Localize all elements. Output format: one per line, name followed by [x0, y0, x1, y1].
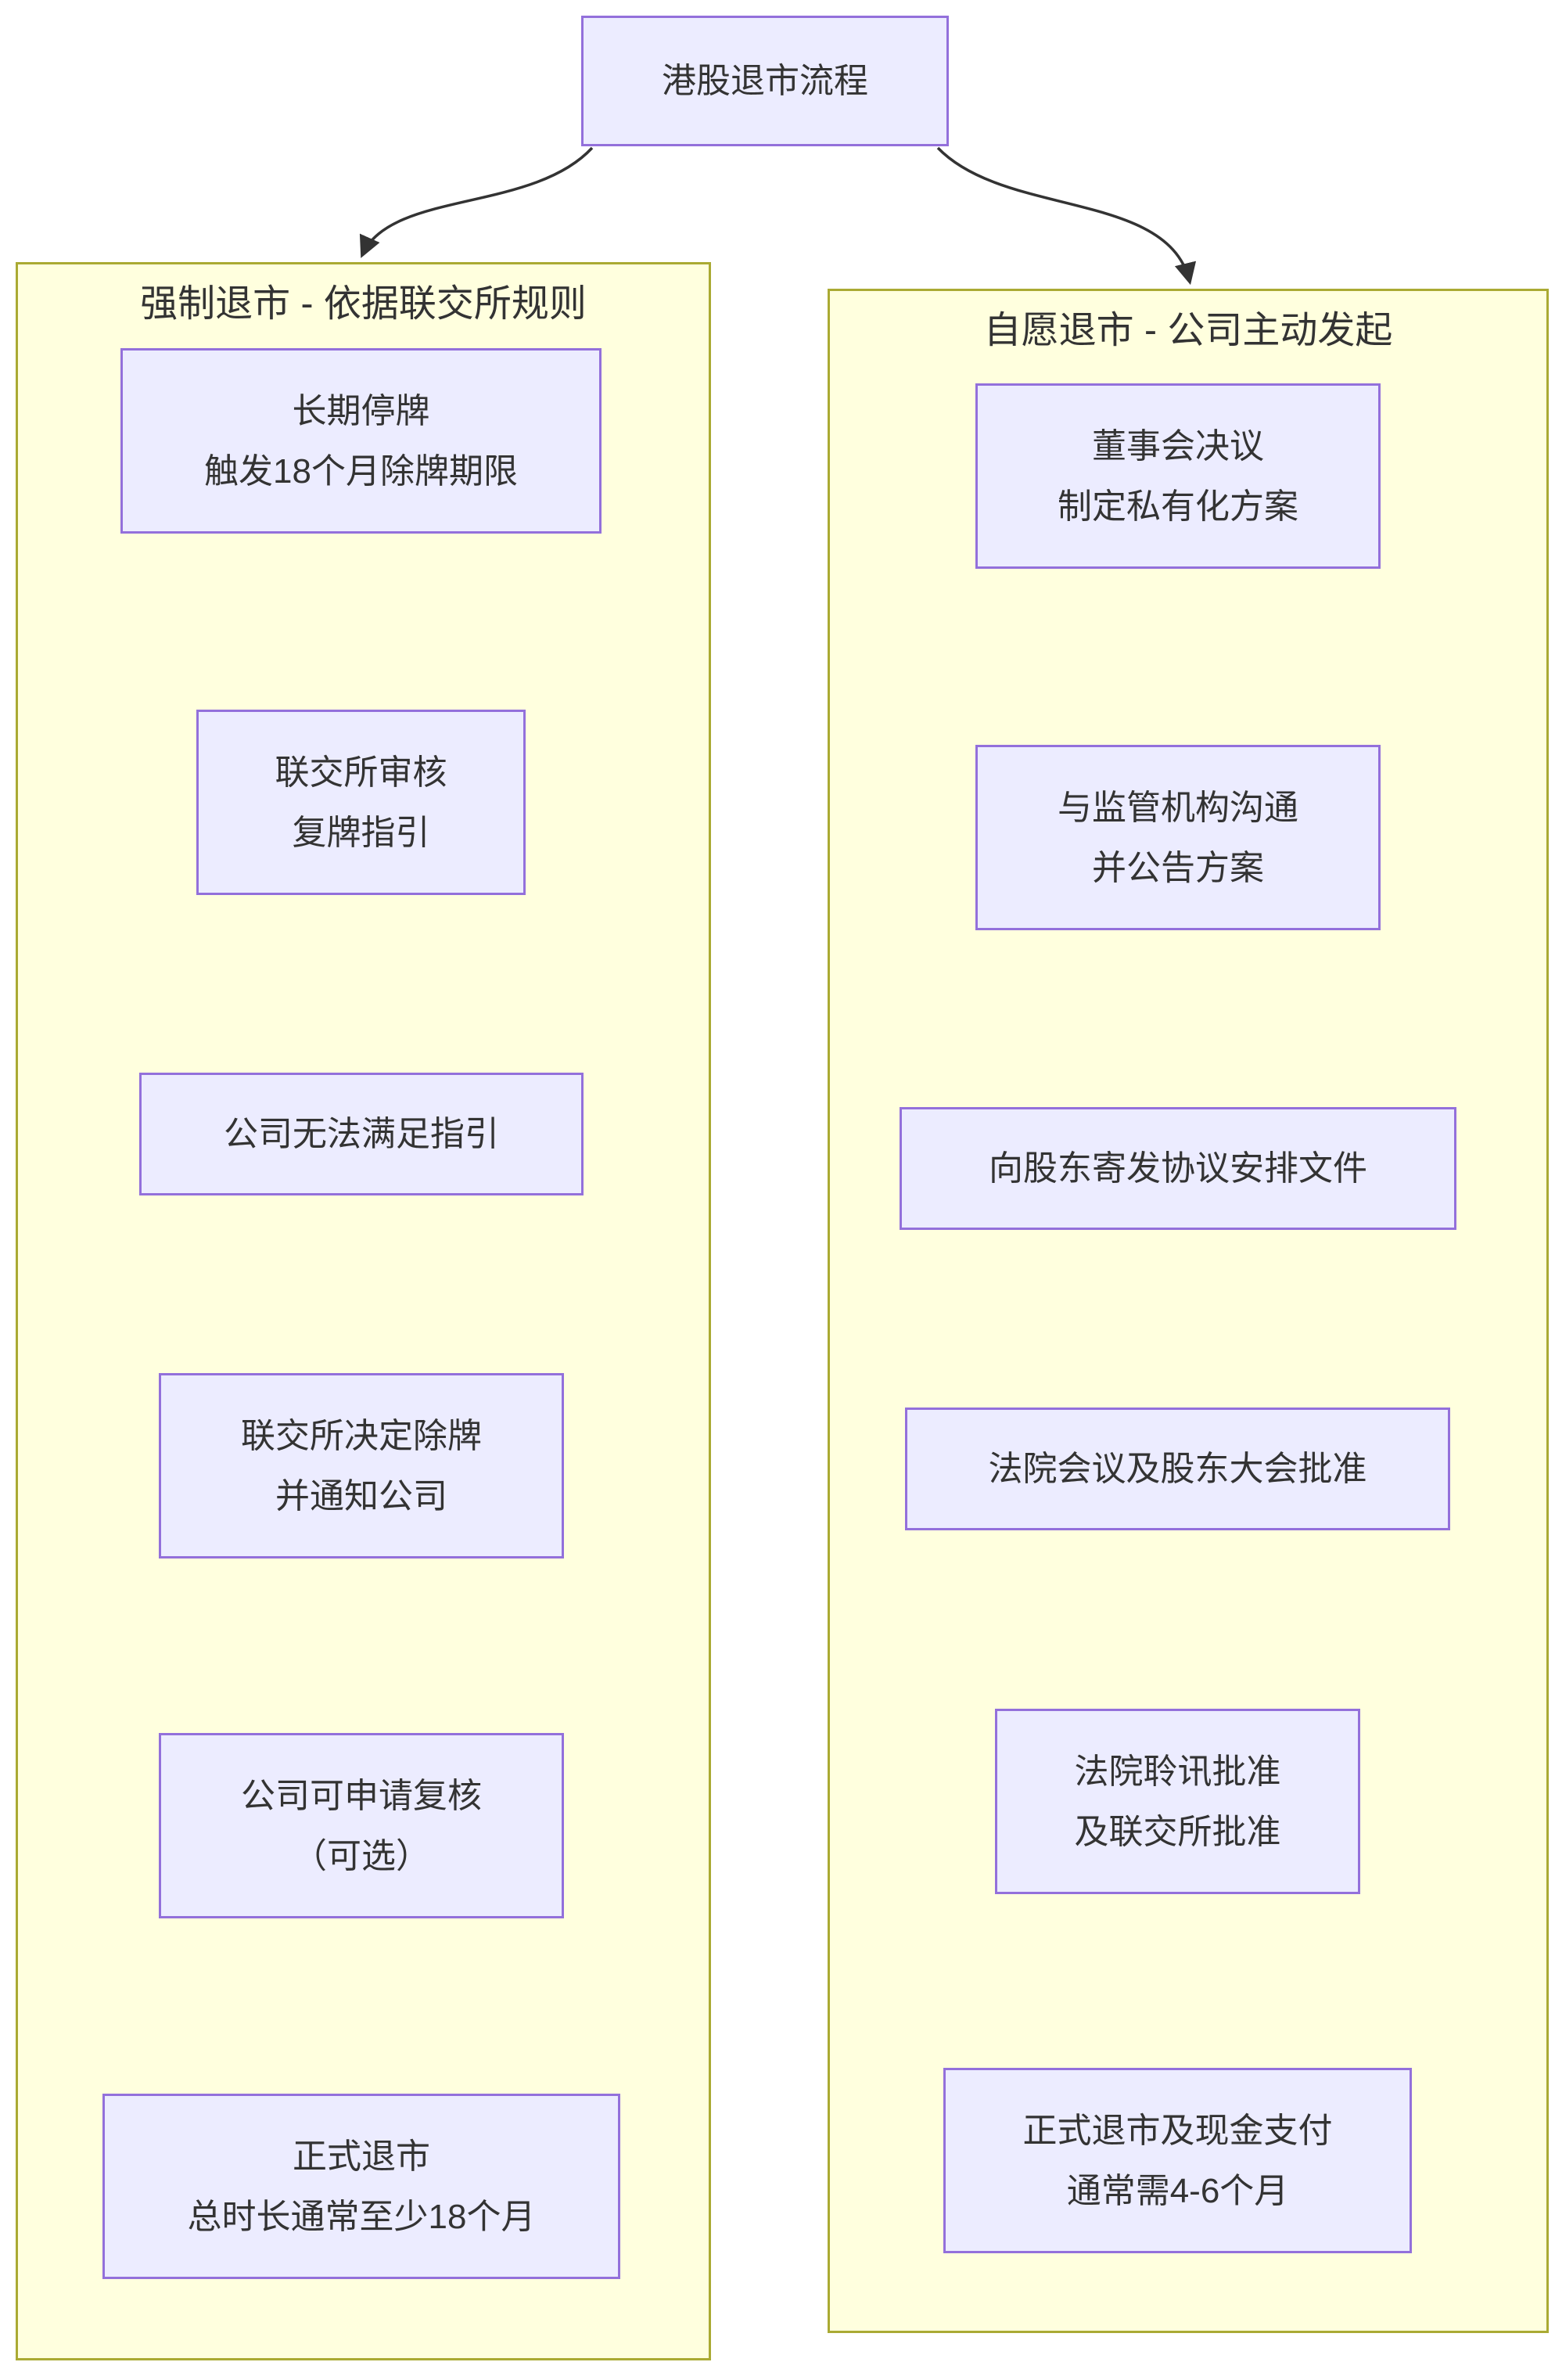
node-root: 港股退市流程 — [581, 16, 949, 146]
node-board-resolution: 董事会决议 制定私有化方案 — [975, 383, 1381, 569]
node-hkex-decides-delist: 联交所决定除牌 并通知公司 — [159, 1373, 564, 1559]
node-line: 董事会决议 — [1092, 426, 1264, 466]
node-line: 联交所决定除牌 — [241, 1416, 482, 1455]
node-court-meeting-egm-approval: 法院会议及股东大会批准 — [905, 1408, 1450, 1530]
node-line: 公司可申请复核 — [241, 1776, 482, 1815]
node-line: （可选） — [293, 1836, 430, 1875]
node-cannot-meet-guidance: 公司无法满足指引 — [139, 1073, 584, 1195]
node-line: 法院会议及股东大会批准 — [988, 1450, 1367, 1488]
edge-root-to-mandatory — [359, 146, 594, 258]
node-line: 总时长通常至少18个月 — [187, 2197, 536, 2236]
node-line: 向股东寄发协议安排文件 — [989, 1149, 1367, 1188]
node-line: 联交所审核 — [275, 753, 447, 792]
node-line: 与监管机构沟通 — [1058, 788, 1298, 827]
node-line: 并公告方案 — [1092, 848, 1264, 887]
node-line: 正式退市及现金支付 — [1022, 2111, 1333, 2150]
cluster-mandatory-delisting: 强制退市 - 依据联交所规则 长期停牌 触发18个月除牌期限 联交所审核 复牌指… — [16, 262, 711, 2360]
edge-root-to-voluntary — [936, 146, 1197, 286]
node-hkex-review: 联交所审核 复牌指引 — [196, 710, 526, 895]
node-long-suspension: 长期停牌 触发18个月除牌期限 — [120, 348, 602, 534]
node-line: 港股退市流程 — [662, 62, 868, 100]
node-line: 正式退市 — [293, 2137, 430, 2176]
node-company-review-optional: 公司可申请复核 （可选） — [159, 1733, 564, 1918]
node-line: 公司无法满足指引 — [224, 1115, 499, 1153]
node-formal-delisting-mandatory: 正式退市 总时长通常至少18个月 — [102, 2094, 620, 2279]
cluster-title: 自愿退市 - 公司主动发起 — [983, 310, 1393, 351]
node-send-scheme-documents: 向股东寄发协议安排文件 — [900, 1107, 1456, 1230]
node-line: 并通知公司 — [275, 1476, 447, 1515]
node-line: 法院聆讯批准 — [1074, 1752, 1281, 1791]
node-court-hearing-hkex-approval: 法院聆讯批准 及联交所批准 — [995, 1709, 1360, 1894]
node-formal-delisting-voluntary: 正式退市及现金支付 通常需4-6个月 — [943, 2068, 1412, 2253]
node-line: 制定私有化方案 — [1058, 487, 1298, 526]
node-line: 复牌指引 — [292, 813, 430, 852]
node-line: 长期停牌 — [292, 391, 430, 430]
node-line: 通常需4-6个月 — [1066, 2171, 1289, 2210]
node-regulator-communication: 与监管机构沟通 并公告方案 — [975, 745, 1381, 930]
cluster-voluntary-delisting: 自愿退市 - 公司主动发起 董事会决议 制定私有化方案 与监管机构沟通 并公告方… — [828, 289, 1549, 2333]
cluster-title: 强制退市 - 依据联交所规则 — [140, 283, 587, 325]
node-line: 及联交所批准 — [1074, 1812, 1281, 1851]
node-line: 触发18个月除牌期限 — [204, 451, 518, 491]
